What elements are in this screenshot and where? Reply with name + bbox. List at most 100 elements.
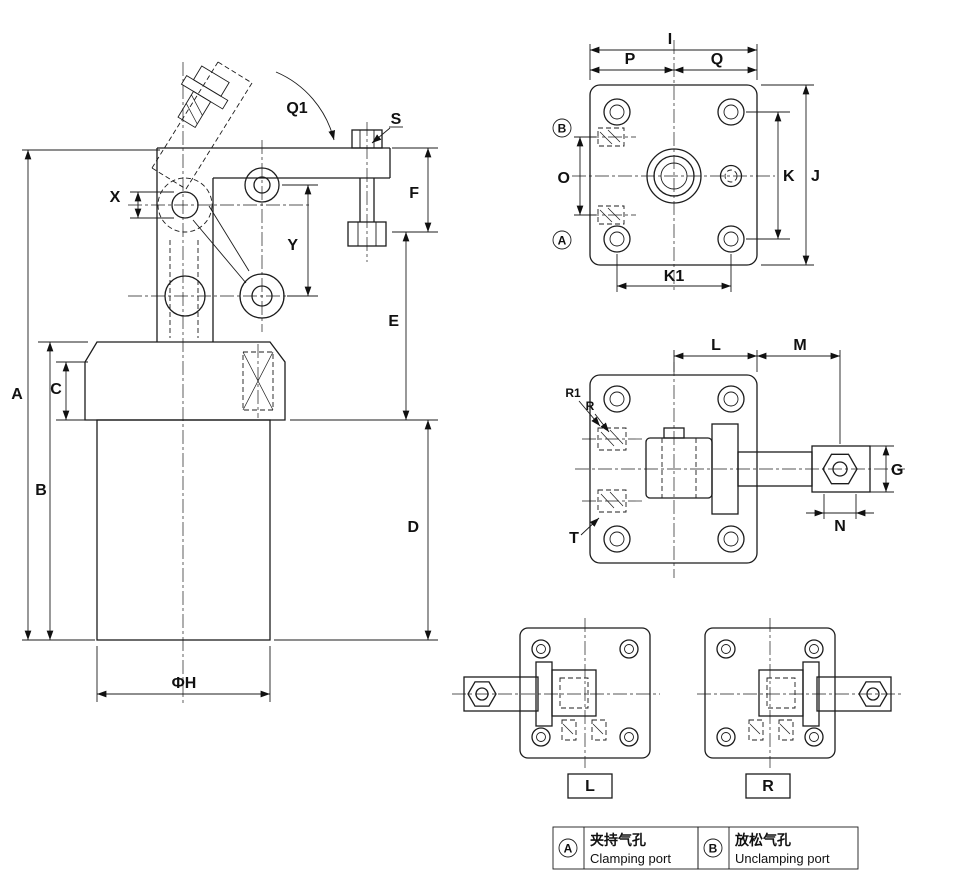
- dim-label-m: M: [793, 337, 806, 354]
- pivot-pin: [171, 191, 199, 219]
- dim-f: F: [392, 147, 438, 233]
- lower-port-feature: [582, 489, 645, 513]
- legend-a-en: Clamping port: [590, 851, 671, 866]
- dim-label-g: G: [891, 462, 903, 479]
- dim-label-t: T: [569, 530, 579, 547]
- bolt-hole: [531, 639, 551, 659]
- dim-c: C: [50, 361, 88, 421]
- bolt-hole: [804, 639, 824, 659]
- bolt-hole: [603, 385, 631, 413]
- center-bore: [646, 148, 702, 204]
- dim-phi-h: ΦH: [96, 646, 271, 702]
- dim-label-p: P: [625, 51, 636, 68]
- dim-n: N: [806, 494, 874, 535]
- dim-label-x: X: [110, 189, 121, 206]
- dim-label-b: B: [35, 482, 47, 499]
- r1-leader: [578, 400, 601, 427]
- flange-thread-hole: [242, 344, 274, 418]
- bolt-hole: [716, 727, 736, 747]
- dim-g: G: [868, 445, 903, 493]
- flange-outline: [704, 627, 836, 759]
- flange-outline-front: [589, 374, 758, 564]
- port-a-symbol: A: [558, 234, 567, 248]
- clamp-arm-assembly: [645, 423, 871, 515]
- dim-label-y: Y: [287, 237, 298, 254]
- dim-label-f: F: [409, 185, 419, 202]
- hex-nut: [822, 453, 858, 485]
- dim-j: J: [761, 84, 820, 266]
- flange-outline-top: [589, 84, 758, 266]
- q1-swing-arc: [275, 71, 336, 141]
- orientation-label-l: L: [567, 773, 613, 799]
- dim-label-a: A: [11, 386, 23, 403]
- cylinder-body: [96, 419, 271, 641]
- clamp-arm-left: [463, 661, 597, 727]
- pivot-boss-hidden: [157, 177, 213, 233]
- bolt-hole: [603, 98, 631, 126]
- dim-k1: K1: [616, 254, 732, 292]
- dim-x: X: [110, 189, 174, 219]
- port-b-symbol: B: [558, 122, 567, 136]
- dim-y: Y: [282, 184, 318, 297]
- legend-a-symbol: A: [564, 842, 573, 856]
- bolt-hole: [603, 525, 631, 553]
- dim-label-n: N: [834, 518, 846, 535]
- bottom-view-right: R: [697, 618, 903, 799]
- open-position-arm: [151, 61, 253, 190]
- port-b-callout: B: [552, 118, 572, 138]
- dim-e: E: [290, 232, 438, 421]
- bottom-view-left: L: [452, 618, 660, 799]
- bracket-column: [156, 148, 214, 342]
- lower-pivot: [164, 275, 206, 317]
- bolt-hole: [717, 225, 745, 253]
- dim-label-s: S: [391, 111, 402, 128]
- dim-label-o: O: [558, 170, 570, 187]
- dim-q: Q: [674, 51, 757, 74]
- dim-a: A: [11, 149, 160, 641]
- dim-label-r: R: [586, 399, 595, 413]
- dim-k: K: [746, 111, 795, 240]
- label-l: L: [585, 778, 595, 795]
- clamp-arm-right: [758, 661, 892, 727]
- bolt-hole: [531, 727, 551, 747]
- bolt-hole: [716, 639, 736, 659]
- link-pivot: [244, 167, 280, 203]
- side-view: Q1 S X Y: [11, 61, 438, 706]
- legend-b-en: Unclamping port: [735, 851, 830, 866]
- flange-outline: [519, 627, 651, 759]
- dim-p: P: [590, 51, 674, 74]
- dim-label-l: L: [711, 337, 721, 354]
- dim-o: O: [558, 136, 596, 216]
- dim-label-e: E: [388, 313, 399, 330]
- port-features: [748, 719, 794, 741]
- legend-b-zh: 放松气孔: [734, 832, 791, 848]
- bolt-hole: [717, 98, 745, 126]
- dim-label-c: C: [50, 381, 62, 398]
- port-features: [561, 719, 607, 741]
- dim-label-k: K: [783, 168, 795, 185]
- dim-b: B: [35, 341, 88, 640]
- bolt-hole: [619, 639, 639, 659]
- legend-b-circle: [703, 838, 723, 858]
- dim-label-q1: Q1: [286, 100, 307, 117]
- arm-bolt-cluster: [177, 65, 230, 129]
- legend-b-symbol: B: [709, 842, 718, 856]
- front-view: L M R1 R G N T: [565, 337, 905, 578]
- dim-label-k1: K1: [664, 268, 685, 285]
- dim-label-i: I: [668, 31, 672, 48]
- legend-cell-b: [697, 826, 859, 870]
- legend-table: A 夹持气孔 Clamping port B 放松气孔 Unclamping p…: [552, 826, 859, 870]
- legend-a-circle: [558, 838, 578, 858]
- bolt-hole: [717, 385, 745, 413]
- label-r: R: [762, 778, 774, 795]
- dim-label-j: J: [811, 168, 820, 185]
- side-hole: [719, 164, 743, 188]
- hex-nut: [858, 681, 888, 707]
- dim-label-q: Q: [711, 51, 723, 68]
- bolt-hole: [603, 225, 631, 253]
- orientation-label-r: R: [745, 773, 791, 799]
- r-leader: [594, 413, 610, 433]
- bolt-hole: [717, 525, 745, 553]
- link-lower-pivot: [239, 273, 285, 319]
